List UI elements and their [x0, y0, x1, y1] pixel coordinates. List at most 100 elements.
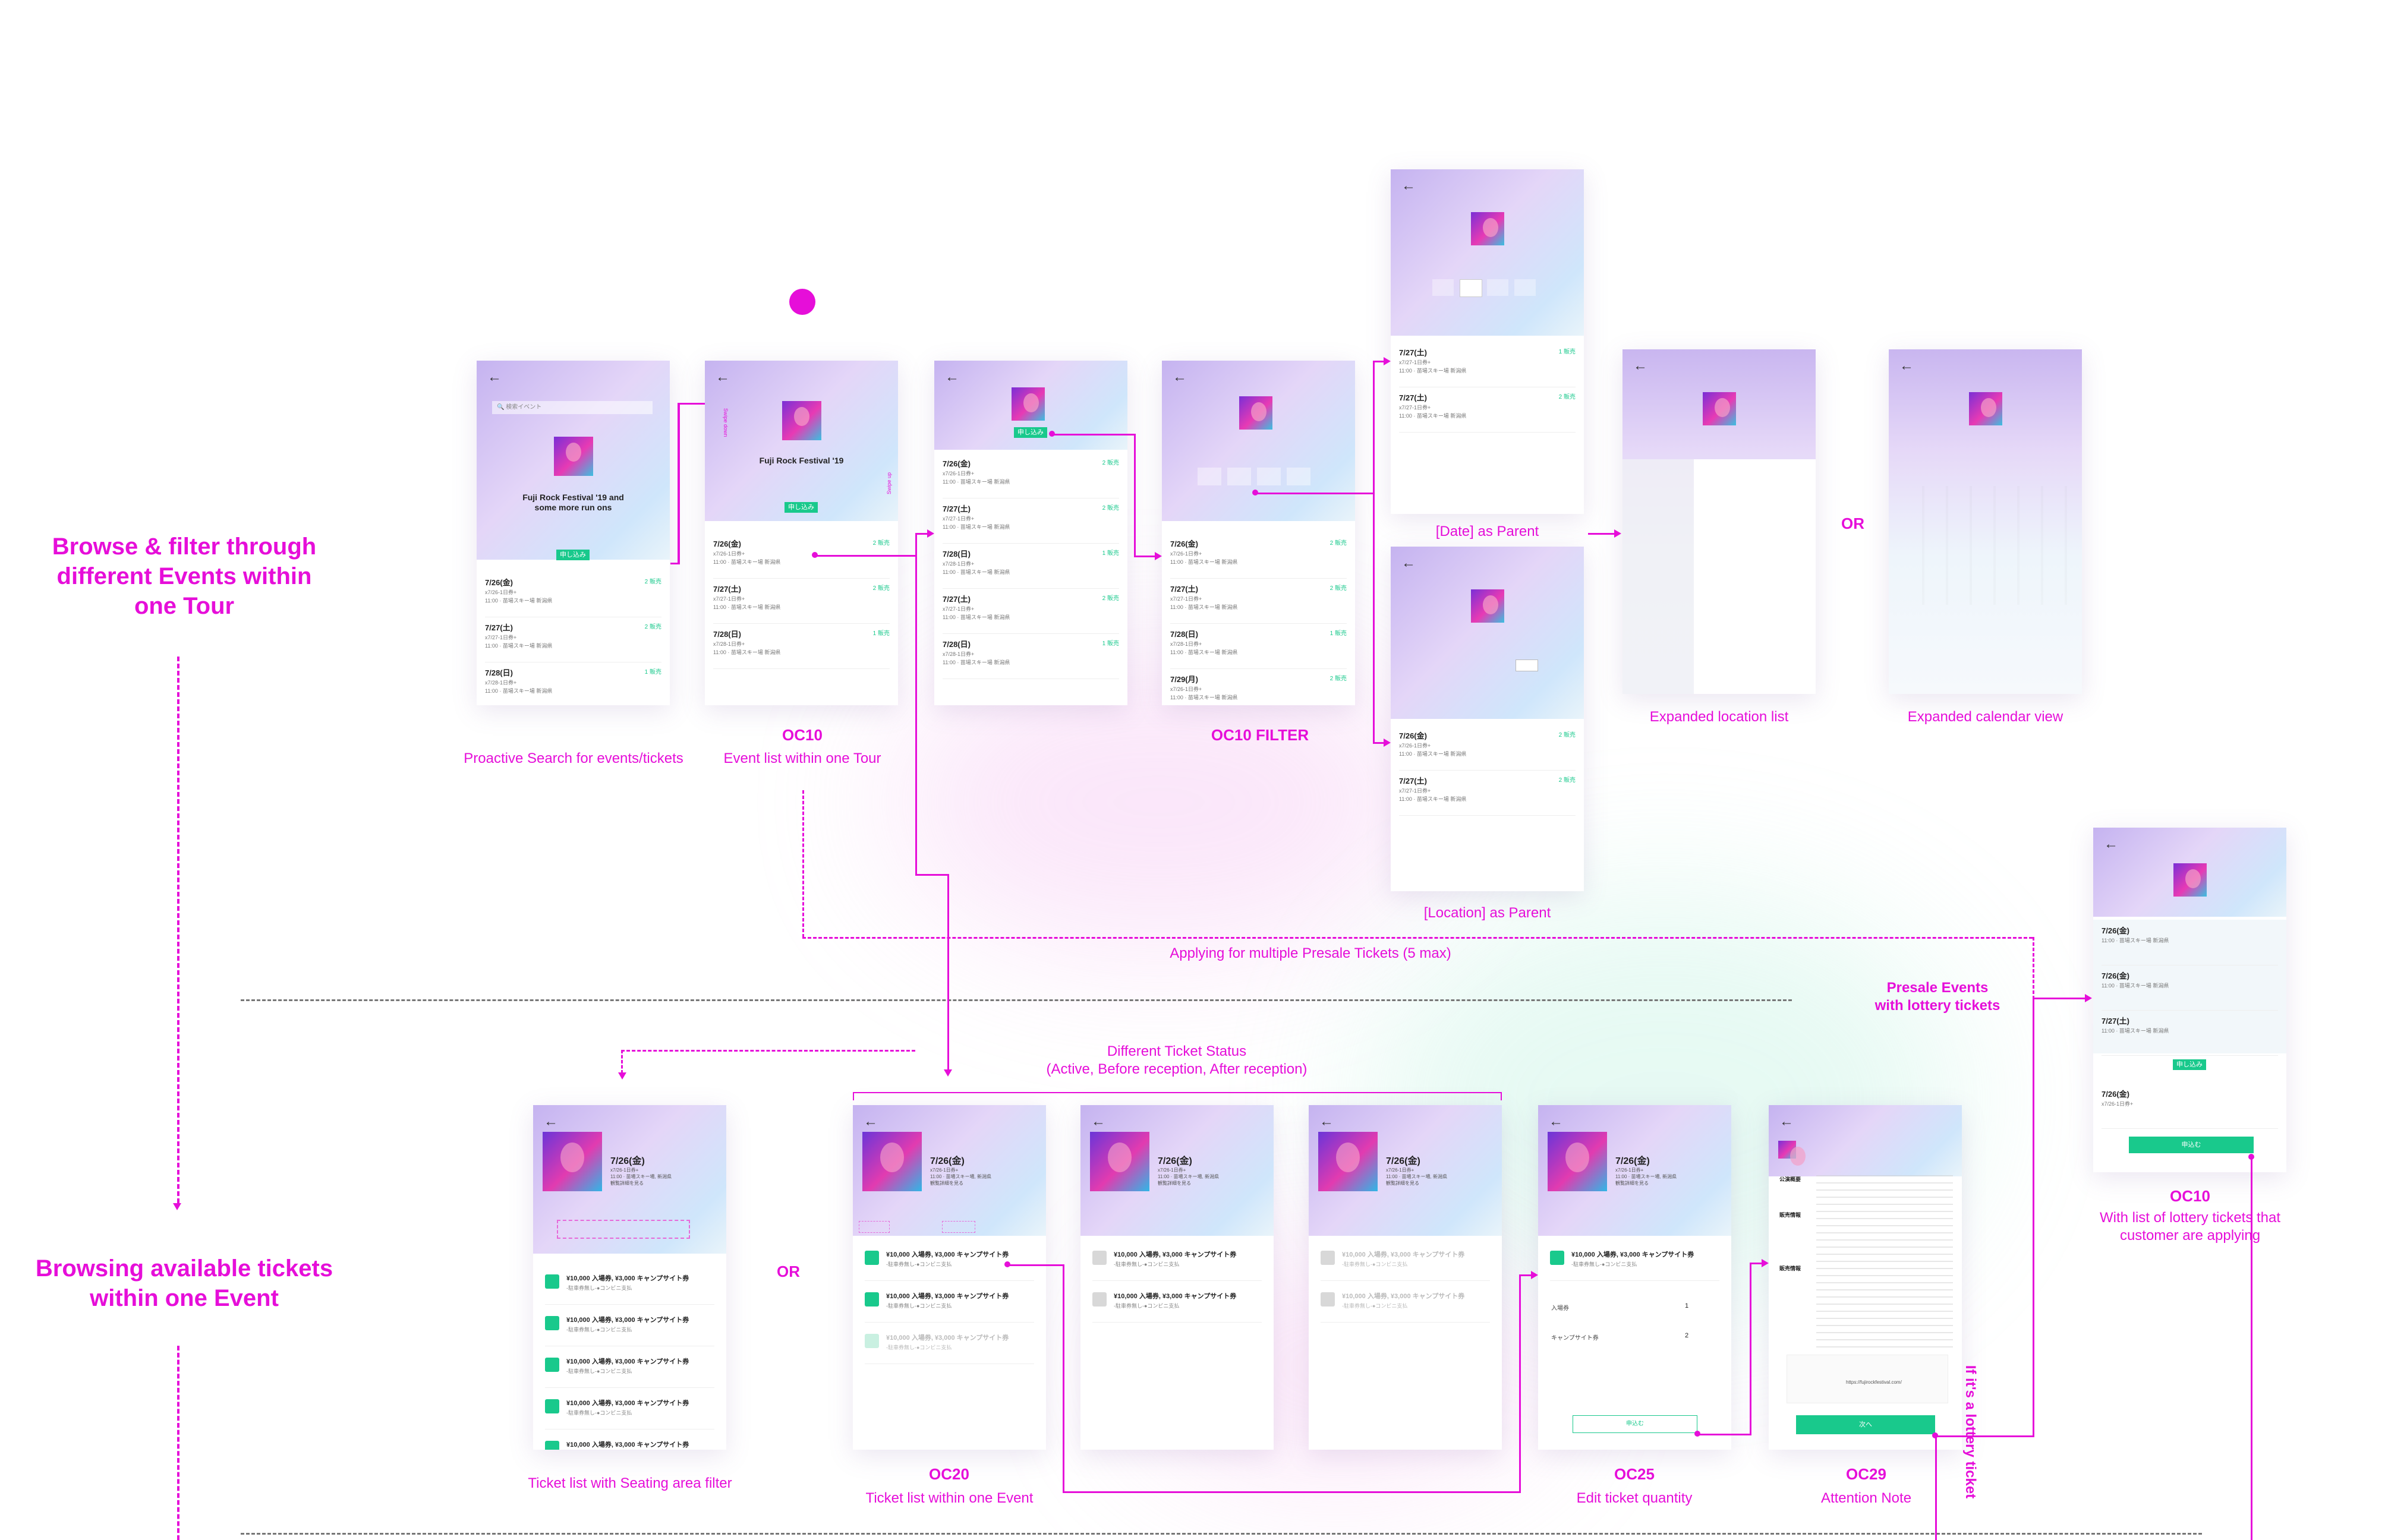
- back-icon[interactable]: ←: [1899, 358, 1914, 374]
- date-filter-tabs[interactable]: [1198, 468, 1316, 485]
- info-url[interactable]: https://fujirockfestival.com/: [1846, 1380, 1902, 1385]
- ticket-title: ¥10,000 入場券, ¥3,000 キャンプサイト券: [1114, 1251, 1237, 1258]
- ticket-item[interactable]: ¥10,000 入場券, ¥3,000 キャンプサイト券 -駐車券無し-●コンビニ…: [1321, 1245, 1490, 1281]
- apply-button[interactable]: 申し込み: [556, 550, 590, 560]
- tour-thumbnail: [782, 401, 821, 440]
- back-icon[interactable]: ←: [1779, 1113, 1794, 1129]
- row-sub: x7/28-1日券+: [485, 680, 517, 686]
- seating-filter-screen: ← 7/26(金) x7/26-1日券+ 11:00 · 苗場スキー場, 新潟県…: [533, 1105, 726, 1450]
- row-venue: 11:00 · 苗場スキー場 新潟県: [713, 559, 781, 565]
- connector: [1063, 1264, 1064, 1493]
- or-label: OR: [1841, 515, 1864, 532]
- back-icon[interactable]: ←: [1091, 1113, 1105, 1129]
- caption-seating: Ticket list with Seating area filter: [528, 1475, 732, 1491]
- ticket-item[interactable]: ¥10,000 入場券, ¥3,000 キャンプサイト券-駐車券無し-●コンビニ…: [865, 1245, 1034, 1281]
- row-status: 1 販売: [872, 630, 890, 637]
- back-icon[interactable]: ←: [864, 1113, 878, 1129]
- confirm-button[interactable]: 申込む: [2129, 1137, 2254, 1153]
- back-icon[interactable]: ←: [1173, 369, 1187, 385]
- ticket-icon: [545, 1441, 559, 1450]
- calendar-grid[interactable]: [1901, 486, 2070, 605]
- ticket-item[interactable]: ¥10,000 入場券, ¥3,000 キャンプサイト券-駐車券無し-●コンビニ…: [865, 1328, 1034, 1364]
- location-filter-tabs[interactable]: [1420, 659, 1557, 671]
- ticket-item[interactable]: ¥10,000 入場券, ¥3,000 キャンプサイト券-駐車券無し-●コンビニ…: [1550, 1245, 1719, 1281]
- row-status: 2 販売: [1329, 540, 1347, 547]
- event-thumbnail: [1318, 1132, 1378, 1191]
- apply-button[interactable]: 申し込み: [785, 502, 818, 513]
- status-tabs[interactable]: [859, 1221, 978, 1233]
- qty-stepper-admission[interactable]: 1: [1684, 1302, 1689, 1309]
- event-thumbnail: [1090, 1132, 1149, 1191]
- date-filter-tabs[interactable]: [1432, 279, 1545, 297]
- back-icon[interactable]: ←: [1401, 555, 1416, 571]
- back-icon[interactable]: ←: [1549, 1113, 1563, 1129]
- confirm-button[interactable]: 申込む: [1573, 1415, 1697, 1433]
- lottery-date: 7/27(土): [2102, 1017, 2129, 1025]
- ticket-icon: [1092, 1251, 1107, 1265]
- ticket-item[interactable]: ¥10,000 入場券, ¥3,000 キャンプサイト券-駐車券無し-●コンビニ…: [545, 1268, 714, 1305]
- back-icon[interactable]: ←: [1319, 1113, 1334, 1129]
- caption-calendar: Expanded calendar view: [1907, 709, 2063, 725]
- back-icon[interactable]: ←: [716, 369, 730, 385]
- lottery-row[interactable]: 7/26(金)11:00 · 苗場スキー場 新潟県: [2102, 920, 2278, 965]
- back-icon[interactable]: ←: [1401, 178, 1416, 194]
- lottery-row[interactable]: 7/27(土)11:00 · 苗場スキー場 新潟県: [2102, 1010, 2278, 1056]
- ticket-item[interactable]: ¥10,000 入場券, ¥3,000 キャンプサイト券-駐車券無し-●コンビニ…: [1092, 1286, 1262, 1323]
- location-regions[interactable]: [1622, 459, 1694, 694]
- ticket-sub: -駐車券無し-●コンビニ支払: [1342, 1261, 1408, 1267]
- row-date: 7/27(土): [1170, 585, 1198, 594]
- row-date: 7/27(土): [943, 595, 971, 604]
- qty-stepper-camp[interactable]: 2: [1684, 1332, 1689, 1339]
- location-prefectures[interactable]: [1694, 459, 1816, 694]
- caption-oc29: Attention Note: [1820, 1490, 1912, 1506]
- event-row[interactable]: 7/26(金)x7/26-1日券+: [2102, 1083, 2278, 1129]
- apply-button[interactable]: 申し込み: [2173, 1059, 2206, 1070]
- ticket-item[interactable]: ¥10,000 入場券, ¥3,000 キャンプサイト券-駐車券無し-●コンビニ…: [545, 1310, 714, 1346]
- back-icon[interactable]: ←: [544, 1113, 558, 1129]
- ticket-item[interactable]: ¥10,000 入場券, ¥3,000 キャンプサイト券: [545, 1435, 714, 1450]
- connector: [1063, 1491, 1520, 1493]
- seating-filter[interactable]: [557, 1220, 690, 1239]
- back-icon[interactable]: ←: [487, 369, 502, 385]
- row-sub: x7/26-1日券+: [1170, 686, 1202, 692]
- back-icon[interactable]: ←: [1633, 358, 1647, 374]
- search-input[interactable]: 🔍 検索イベント: [492, 401, 653, 414]
- next-button[interactable]: 次へ: [1796, 1415, 1935, 1434]
- ticket-item[interactable]: ¥10,000 入場券, ¥3,000 キャンプサイト券-駐車券無し-●コンビニ…: [545, 1352, 714, 1388]
- ticket-title: ¥10,000 入場券, ¥3,000 キャンプサイト券: [1342, 1251, 1465, 1258]
- caption-oc20-code: OC20: [929, 1465, 969, 1483]
- row-sub: x7/28-1日券+: [943, 561, 975, 567]
- ticket-item[interactable]: ¥10,000 入場券, ¥3,000 キャンプサイト券-駐車券無し-●コンビニ…: [545, 1393, 714, 1429]
- ticket-item[interactable]: ¥10,000 入場券, ¥3,000 キャンプサイト券-駐車券無し-●コンビニ…: [865, 1286, 1034, 1323]
- screen-hero: [1391, 547, 1584, 719]
- arrow-right: [1531, 1271, 1538, 1279]
- ticket-item[interactable]: ¥10,000 入場券, ¥3,000 キャンプサイト券-駐車券無し-●コンビニ…: [1092, 1245, 1262, 1281]
- apply-button[interactable]: 申し込み: [1014, 427, 1047, 438]
- cursor-dot: [789, 289, 815, 315]
- lottery-row[interactable]: 7/26(金)11:00 · 苗場スキー場 新潟県: [2102, 965, 2278, 1011]
- caption-date-parent: [Date] as Parent: [1435, 523, 1539, 539]
- ticket-item[interactable]: ¥10,000 入場券, ¥3,000 キャンプサイト券-駐車券無し-●コンビニ…: [1321, 1286, 1490, 1323]
- back-icon[interactable]: ←: [945, 369, 959, 385]
- row-venue: 11:00 · 苗場スキー場 新潟県: [713, 649, 781, 655]
- back-icon[interactable]: ←: [2104, 836, 2118, 852]
